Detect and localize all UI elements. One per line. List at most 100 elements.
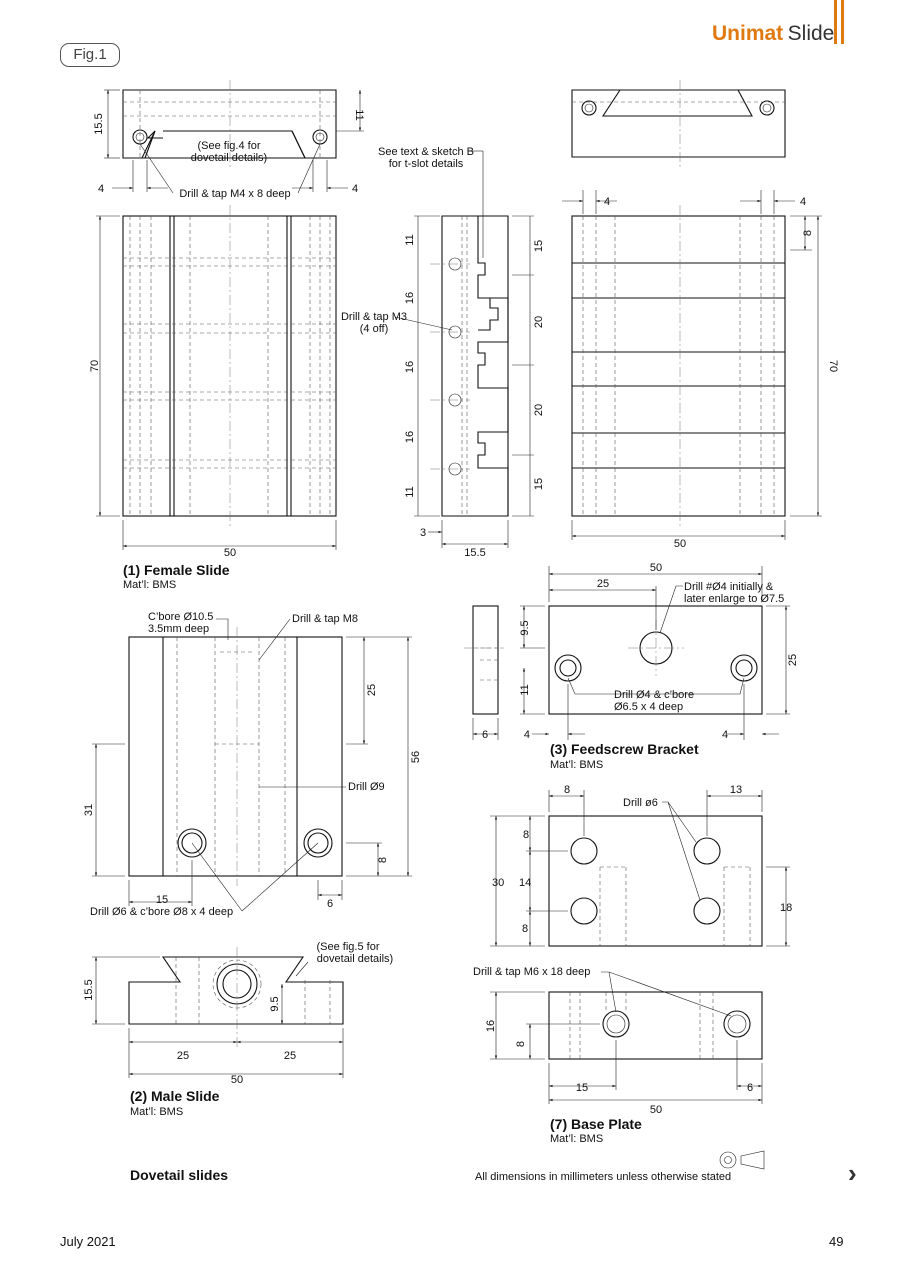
female-dim-4a: 4 [98,183,104,195]
male-dovetail-2: dovetail details) [317,953,393,965]
male-dim-31: 31 [83,804,95,816]
male-drill6: Drill Ø6 & c’bore Ø8 x 4 deep [90,906,233,918]
fig-label-text: Fig.1 [73,46,107,63]
tslot-side-view [394,150,534,548]
male-drill9: Drill Ø9 [348,781,385,793]
base-dim-w: 50 [650,1104,662,1116]
female-end-view-2 [571,80,786,168]
female-dim-len: 70 [89,360,101,372]
base-side-view [490,971,763,1104]
section-title: Dovetail slides [130,1167,229,1183]
bracket-dim-6: 6 [482,729,488,741]
base-dim-14: 14 [519,877,531,889]
male-dim-25: 25 [366,684,378,696]
bracket-note-top-2: later enlarge to Ø7.5 [684,593,784,605]
base-dim-8d: 8 [515,1041,527,1047]
base-top-view [490,790,790,947]
female-plan-view [96,205,337,550]
tslot-dim-b: 16 [404,292,416,304]
tslot-dim-a: 11 [404,234,416,245]
male-dim-56: 56 [410,751,422,763]
tslot-dim-f: 15 [533,240,545,252]
base-dim-8b: 8 [523,829,529,841]
female-material: Mat’l: BMS [123,579,176,591]
female-dim-4d: 4 [800,196,806,208]
issue-date: July 2021 [60,1234,116,1249]
tslot-dim-i: 15 [533,478,545,490]
dimension-note: All dimensions in millimeters unless oth… [475,1171,732,1183]
female-dim-8: 8 [802,230,814,236]
male-title: (2) Male Slide [130,1088,220,1104]
brand-name: Unimat [712,22,784,45]
female-note-dovetail-2: dovetail details) [191,152,267,164]
base-note-drill6: Drill ø6 [623,797,658,809]
fig-label: Fig.1 [60,43,120,67]
base-dim-18: 18 [780,902,792,914]
base-dim-15: 15 [576,1082,588,1094]
female-note-dovetail-1: (See fig.4 for [198,140,261,152]
next-page-arrow[interactable]: › [848,1158,857,1188]
bracket-dim-25: 25 [597,578,609,590]
brand-bar-1 [834,0,837,44]
tslot-drill-2: (4 off) [360,323,389,335]
base-dim-8: 8 [564,784,570,796]
bracket-dim-w: 50 [650,562,662,574]
male-dim-95: 9.5 [269,996,281,1011]
base-material: Mat’l: BMS [550,1133,603,1145]
bracket-dim-11: 11 [519,684,531,695]
female-dim-4b: 4 [352,183,358,195]
header-brand: Unimat Slide [712,22,834,46]
male-dim-6: 6 [327,898,333,910]
tslot-drill-1: Drill & tap M3 [341,311,407,323]
base-dim-30: 30 [492,877,504,889]
bracket-dim-h: 25 [787,654,799,666]
female-dim-4c: 4 [604,196,610,208]
female-end-view [104,80,364,194]
male-dim-w: 50 [231,1074,243,1086]
male-dim-25a: 25 [177,1050,189,1062]
brand-bar-2 [841,0,844,44]
female-title: (1) Female Slide [123,562,230,578]
tslot-dim-3: 3 [420,527,426,539]
tslot-dim-d: 16 [404,431,416,443]
male-end-view [92,947,344,1078]
base-title: (7) Base Plate [550,1116,642,1132]
base-dim-8c: 8 [522,923,528,935]
tslot-dim-g: 20 [533,316,545,328]
projection-symbol-icon [719,1150,765,1170]
female-dim-h: 15.5 [93,113,105,134]
male-dim-15: 15 [156,894,168,906]
page-number: 49 [829,1234,844,1249]
bracket-title: (3) Feedscrew Bracket [550,741,699,757]
tslot-dim-w: 15.5 [464,547,485,559]
bracket-note-top-1: Drill #Ø4 initially & [684,581,774,593]
female-dim-w2: 50 [674,538,686,550]
female-plan-view-2 [562,190,822,540]
base-note-tap: Drill & tap M6 x 18 deep [473,966,590,978]
male-cbore-2: 3.5mm deep [148,623,209,635]
brand-sub: Slide [787,22,835,45]
bracket-note-bot-2: Ø6.5 x 4 deep [614,701,683,713]
bracket-material: Mat’l: BMS [550,759,603,771]
male-tap: Drill & tap M8 [292,613,358,625]
female-dim-width: 50 [224,547,236,559]
male-cbore-1: C’bore Ø10.5 [148,611,213,623]
bracket-dim-4b: 4 [722,729,728,741]
base-dim-13: 13 [730,784,742,796]
base-dim-16: 16 [485,1020,497,1032]
tslot-dim-c: 16 [404,361,416,373]
male-material: Mat’l: BMS [130,1106,183,1118]
female-note-drill: Drill & tap M4 x 8 deep [179,188,290,200]
bracket-dim-95: 9.5 [519,620,531,635]
tslot-dim-e: 11 [404,486,416,497]
tslot-dim-h: 20 [533,404,545,416]
base-dim-6: 6 [747,1082,753,1094]
female-dim-len2: 70 [827,360,839,372]
bracket-note-bot-1: Drill Ø4 & c’bore [614,689,694,701]
tslot-note-1: See text & sketch B [378,146,474,158]
bracket-dim-4a: 4 [524,729,530,741]
male-dim-8: 8 [377,857,389,863]
male-dim-25b: 25 [284,1050,296,1062]
bracket-front-view [520,566,790,740]
bracket-side-view [464,605,504,740]
